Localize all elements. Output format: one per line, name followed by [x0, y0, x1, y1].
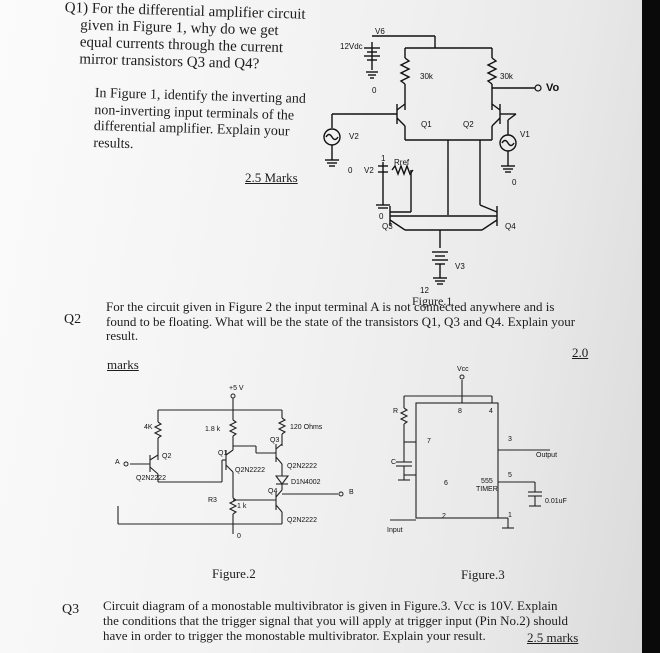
fig2-q1-label: Q1 — [218, 450, 228, 457]
fig1-v6-label: V6 — [375, 27, 385, 36]
page-edge-shadow — [642, 0, 660, 653]
fig3-pin3: 3 — [508, 436, 512, 443]
fig3-pin8: 8 — [458, 408, 462, 415]
fig1-ground-0d: 0 — [379, 212, 384, 221]
q3-line-3: have in order to trigger the monostable … — [103, 628, 486, 643]
q3-marks: 2.5 marks — [527, 630, 579, 645]
fig3-pin6: 6 — [444, 480, 448, 487]
fig2-q3-label: Q3 — [270, 437, 280, 444]
fig2-r18k-label: 1.8 k — [205, 426, 221, 433]
fig3-pin2: 2 — [442, 513, 446, 520]
q3-text: Circuit diagram of a monostable multivib… — [103, 598, 568, 643]
fig2-a-label: A — [115, 459, 120, 466]
fig1-v6-value: 12Vdc — [340, 42, 363, 51]
fig1-ground-0c: 0 — [512, 178, 517, 187]
fig1-rref-label: Rref — [394, 158, 410, 167]
q2-line-2: found to be floating. What will be the s… — [106, 313, 576, 329]
q2-text: For the circuit given in Figure 2 the in… — [106, 299, 576, 344]
fig1-q1-label: Q1 — [421, 120, 432, 129]
fig2-ground-0: 0 — [237, 533, 241, 540]
fig1-one-label: 1 — [381, 154, 386, 163]
fig1-v1-label: V1 — [520, 130, 530, 139]
fig3-pin7: 7 — [427, 438, 431, 445]
fig2-b-label: B — [349, 489, 354, 496]
fig2-r1k-label: 1 k — [237, 503, 247, 510]
fig3-timer-label: 555 TIMER — [476, 478, 498, 493]
fig1-q3-label: Q3 — [382, 222, 393, 231]
fig3-input-label: Input — [387, 527, 403, 534]
fig1-ground-0a: 0 — [372, 86, 377, 95]
fig1-q2-label: Q2 — [463, 120, 474, 129]
fig2-q4-label: Q4 — [268, 488, 278, 495]
q2-marks: marks — [107, 357, 139, 372]
fig2-q2-type: Q2N2222 — [136, 475, 166, 482]
q3-line-2: the conditions that the trigger signal t… — [103, 613, 569, 628]
fig1-q4-label: Q4 — [505, 222, 516, 231]
fig3-c-label: C — [391, 459, 397, 466]
fig3-pin4: 4 — [489, 408, 493, 415]
q3-number: Q3 — [62, 602, 80, 617]
fig2-r3-label: R3 — [208, 497, 217, 504]
fig1-r1-label: 30k — [420, 72, 433, 81]
fig1-vo-label: Vo — [546, 82, 560, 94]
q2-line-1: For the circuit given in Figure 2 the in… — [106, 299, 555, 314]
fig2-r4k-label: 4K — [144, 424, 153, 431]
fig3-vcc-label: Vcc — [457, 366, 469, 373]
fig3-pin5: 5 — [508, 472, 512, 479]
q1-marks: 2.5 Marks — [245, 170, 298, 185]
fig3-cap-label: 0.01uF — [545, 498, 567, 505]
q2-number: Q2 — [64, 312, 82, 327]
fig2-q4-type: Q2N2222 — [287, 517, 317, 524]
fig1-v2b-label: V2 — [364, 166, 374, 175]
fig3-output-label: Output — [536, 452, 558, 459]
figure-3-caption: Figure.3 — [461, 567, 505, 582]
q3-line-1: Circuit diagram of a monostable multivib… — [103, 598, 558, 613]
fig2-supply-label: +5 V — [229, 385, 244, 392]
fig2-q3-type: Q2N2222 — [287, 463, 317, 470]
fig3-pin1: 1 — [508, 512, 512, 519]
fig1-v3-label: V3 — [455, 262, 465, 271]
fig1-v3-value: 12 — [420, 286, 429, 295]
fig2-diode-label: D1N4002 — [291, 479, 321, 486]
q2-line-3: result. — [106, 328, 139, 343]
fig2-q1-type: Q2N2222 — [235, 467, 265, 474]
figure-1-caption: Figure.1 — [412, 294, 453, 308]
q2-score: 2.0 — [572, 345, 589, 360]
fig2-q2-label: Q2 — [162, 453, 172, 460]
fig2-r120-label: 120 Ohms — [290, 424, 323, 431]
fig1-r2-label: 30k — [500, 72, 513, 81]
fig1-ground-0b: 0 — [348, 166, 353, 175]
fig1-v2-label: V2 — [349, 132, 359, 141]
figure-2-caption: Figure.2 — [212, 566, 256, 581]
fig3-r-label: R — [393, 408, 399, 415]
